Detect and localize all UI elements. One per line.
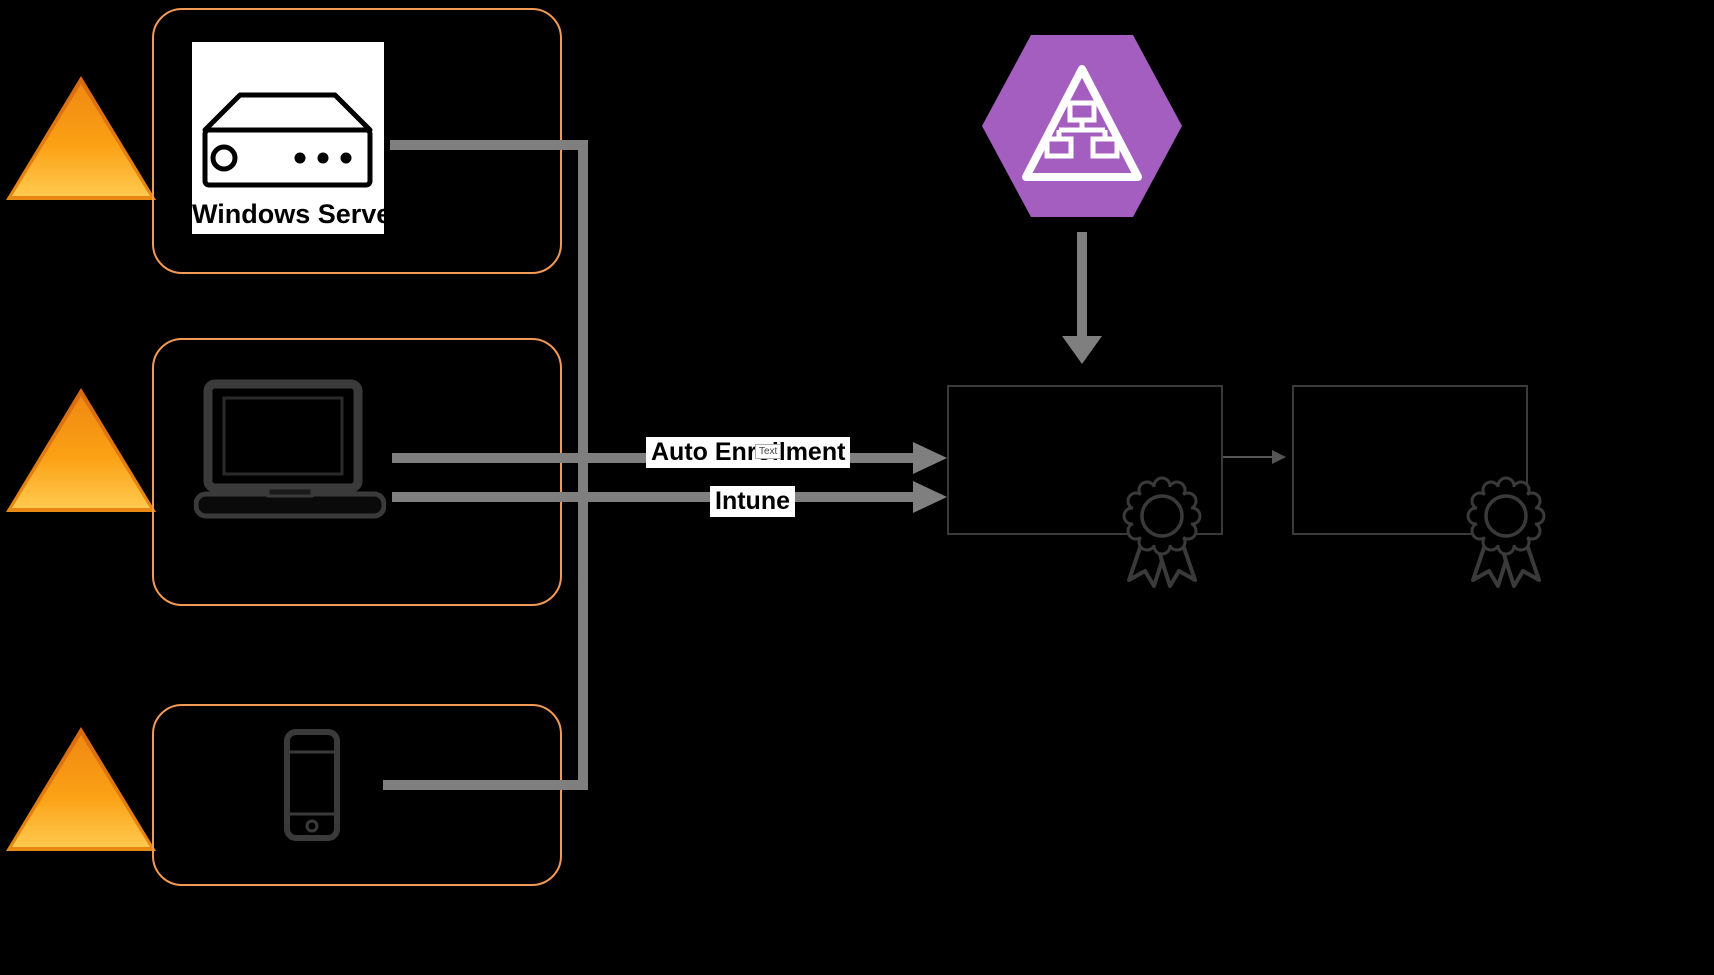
orange-triangle-icon [6,388,156,512]
arrow-ca-to-cert-line [1222,456,1274,458]
connector-trunk [578,140,588,790]
purple-hexagon-service-icon [982,35,1182,217]
arrow-intune-line [392,492,915,502]
windows-server-icon [202,92,373,188]
laptop-icon [194,379,386,519]
mobile-phone-icon [284,729,340,841]
windows-server-label: Windows Server [192,199,384,229]
arrow-intune-head [913,481,947,513]
arrow-auto-enrollment-head [913,442,947,474]
orange-triangle-icon [6,727,156,851]
text-placeholder-chip: Text [755,444,782,459]
certificate-seal-icon [1466,476,1546,588]
arrow-hexagon-down-head [1062,336,1102,364]
group-laptops [152,338,562,606]
arrow-ca-to-cert-head [1272,450,1286,464]
windows-server-card: Windows Server [192,42,384,234]
orange-triangle-icon [6,76,156,200]
intune-label: Intune [710,486,795,517]
auto-enrollment-label: Auto Enrollment [646,437,851,468]
group-mobile-devices [152,704,562,886]
certificate-seal-icon [1122,476,1202,588]
connector-server-to-trunk [390,140,586,150]
hierarchy-glyph [1044,100,1120,159]
arrow-hexagon-down-line [1077,232,1087,338]
connector-phone-to-trunk [383,780,586,790]
